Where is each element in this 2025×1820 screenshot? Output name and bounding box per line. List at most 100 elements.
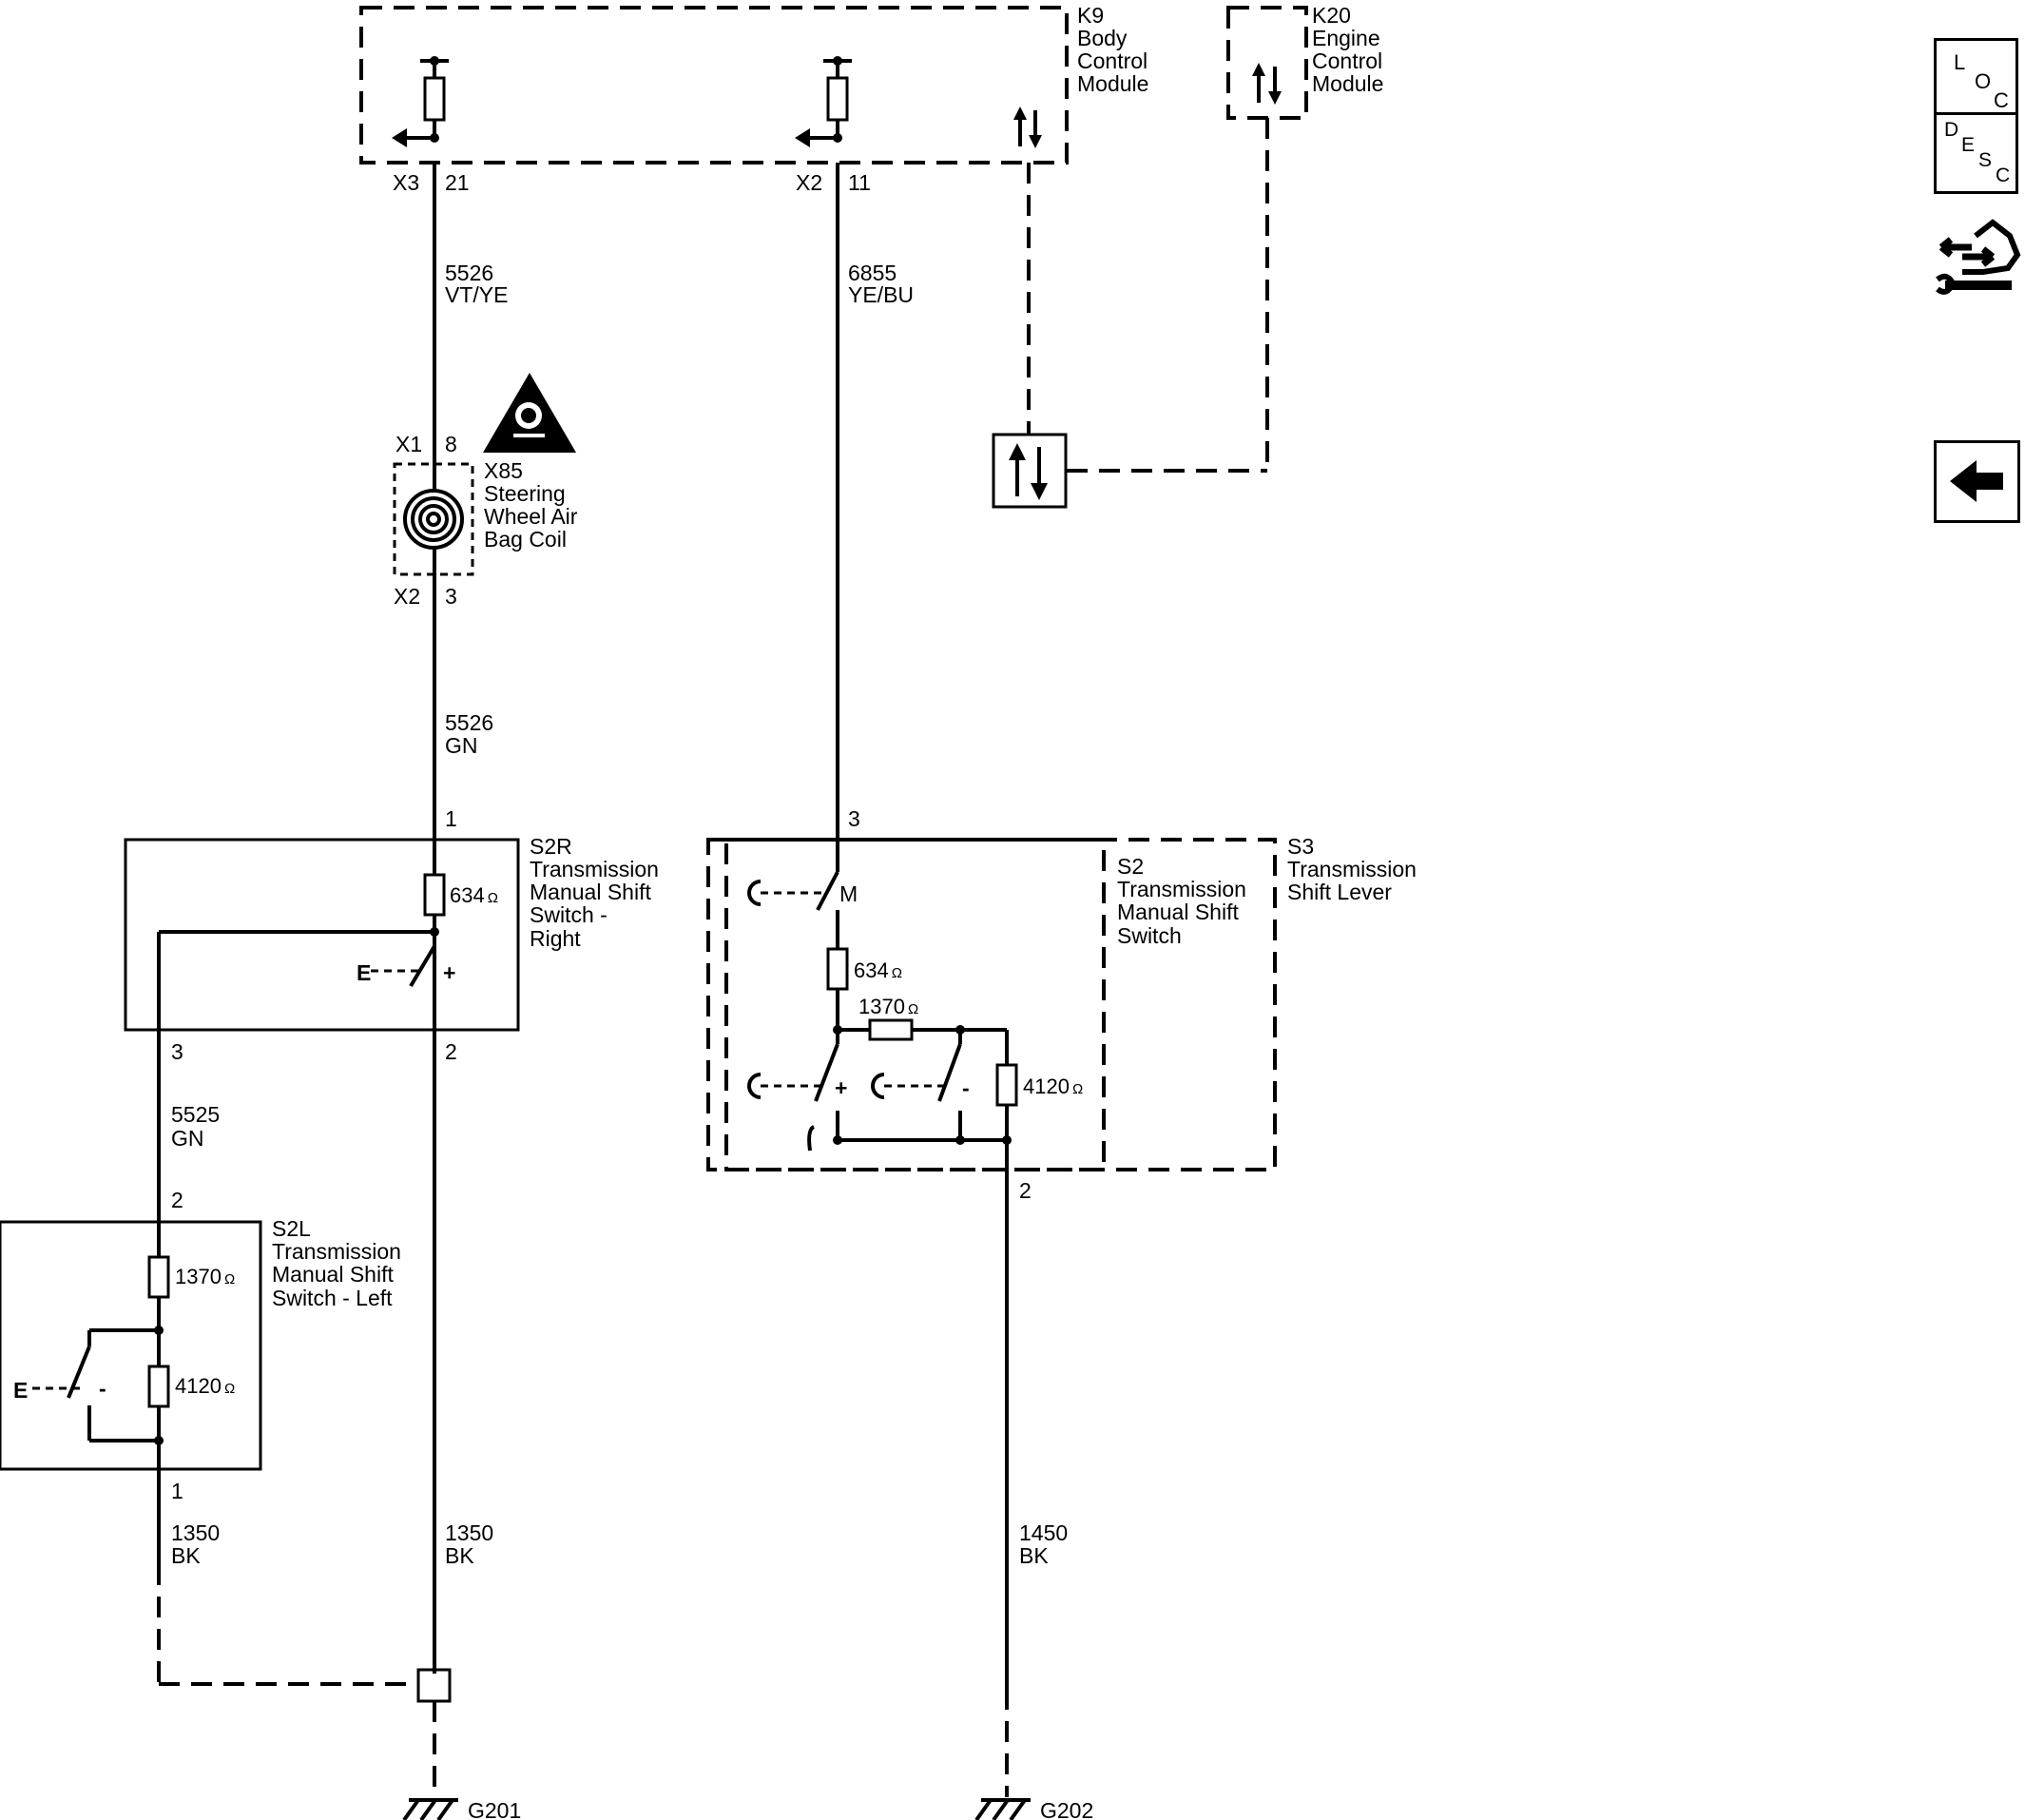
s2-plus-switch[interactable]: +: [747, 1030, 847, 1102]
s2-resistor-m: [826, 947, 849, 991]
s2-name-line2: Manual Shift: [1117, 900, 1239, 924]
lever-cam-icon-1: [747, 880, 762, 906]
s2l-resistor-bottom: [147, 1365, 170, 1408]
s2l-name-line3: Switch - Left: [272, 1286, 393, 1310]
airbag-warning-icon: [483, 373, 576, 453]
loc-button[interactable]: L O C: [1934, 38, 2018, 122]
s3-name-line2: Shift Lever: [1287, 880, 1392, 904]
s2-resistor-shunt: [995, 1063, 1018, 1107]
k20-name-line2: Control: [1312, 48, 1382, 73]
x85-name-line3: Bag Coil: [484, 527, 567, 552]
wire-w2-circuit: 6855: [848, 261, 897, 285]
s3-pin3: 3: [848, 806, 860, 831]
wire-w6-color: BK: [445, 1543, 474, 1568]
lever-cam-icon-3: [871, 1073, 885, 1099]
hand-wrench-icon: [1936, 219, 2021, 295]
k9-fuse-2: [826, 76, 849, 122]
k9-body-control-module[interactable]: K9 Body Control Module: [359, 3, 1148, 165]
wire-w4-color: GN: [171, 1126, 204, 1151]
desc-button[interactable]: D E S C: [1934, 112, 2018, 194]
k20-id: K20: [1312, 3, 1351, 28]
s2r-switch-plus: +: [443, 960, 455, 985]
s2-minus-switch[interactable]: -: [871, 1030, 970, 1102]
ground-g202-label: G202: [1040, 1798, 1093, 1820]
wire-w3-color: GN: [445, 733, 478, 758]
s2l-switch-e: E: [13, 1378, 28, 1403]
s2l-outline: [0, 1220, 262, 1471]
k20-engine-control-module[interactable]: K20 Engine Control Module: [1226, 3, 1383, 120]
s2l-resistor-top: [147, 1255, 170, 1299]
desc-letter-e: E: [1961, 134, 1976, 156]
loc-letter-o: O: [1975, 69, 1992, 93]
s2r-switch-e: E: [357, 960, 371, 985]
s2-mode-switch[interactable]: M: [747, 871, 858, 949]
s2r-id: S2R: [530, 834, 572, 859]
s2r-name-line3: Switch -: [530, 902, 608, 927]
s2-resistor-series: [868, 1018, 914, 1041]
x85-name-line2: Wheel Air: [484, 504, 578, 529]
x85-x2-pin: 3: [445, 584, 457, 609]
k9-fuse-1: [423, 76, 446, 122]
k9-x3-connector-label: X3: [393, 170, 419, 195]
wire-w7-color: BK: [1019, 1543, 1049, 1568]
x85-x1-pin: 8: [445, 432, 457, 456]
k9-x2-connector-label: X2: [796, 170, 822, 195]
k9-x3-pin-label: 21: [445, 170, 470, 195]
k9-outline: [359, 6, 1069, 165]
splice-box[interactable]: [416, 1668, 452, 1703]
s2l-name-line1: Transmission: [272, 1239, 401, 1264]
wire-w2-color: YE/BU: [848, 282, 914, 307]
s2l-name-line2: Manual Shift: [272, 1262, 394, 1287]
k9-x2-pin-label: 11: [848, 170, 871, 195]
s3-transmission-shift-lever[interactable]: 3 S3 Transmission Shift Lever S2 Transmi…: [706, 806, 1417, 1203]
s3-name-line1: Transmission: [1287, 857, 1417, 881]
back-button[interactable]: [1934, 440, 2020, 523]
s2r-switch-blade[interactable]: [409, 944, 436, 988]
k9-name-line2: Control: [1077, 48, 1148, 73]
k9-output-x3: [392, 56, 449, 147]
s2r-pin3: 3: [171, 1039, 183, 1064]
service-procedures-button[interactable]: [1934, 217, 2021, 312]
x85-x1-label: X1: [395, 432, 422, 456]
k9-id: K9: [1077, 3, 1104, 28]
s2-name-line1: Transmission: [1117, 877, 1246, 901]
k9-output-arrow-1: [392, 128, 407, 147]
x85-steering-wheel-air-bag-coil[interactable]: X1 8 X85 Steering Wheel Air Bag Coil X2 …: [393, 432, 578, 609]
s3-pin2: 2: [1019, 1178, 1032, 1203]
loc-letter-c: C: [1994, 88, 2009, 112]
wire-w5-color: BK: [171, 1543, 201, 1568]
s2r-name-line4: Right: [530, 926, 581, 951]
s2l-pin2: 2: [171, 1188, 183, 1212]
ground-g201[interactable]: G201: [402, 1798, 521, 1820]
wire-w3-circuit: 5526: [445, 710, 493, 735]
x85-id: X85: [484, 458, 523, 483]
ground-g201-label: G201: [468, 1798, 521, 1820]
s2l-switch-minus: -: [99, 1376, 106, 1401]
desc-letter-d: D: [1944, 119, 1959, 141]
wire-w4-circuit: 5525: [171, 1102, 220, 1127]
coil-spiral-icon: [403, 489, 464, 550]
s2l-switch-blade[interactable]: [67, 1346, 91, 1399]
k20-name-line3: Module: [1312, 71, 1383, 96]
s2l-id: S2L: [272, 1216, 311, 1241]
ground-g202[interactable]: G202: [974, 1798, 1093, 1820]
s2-switch-minus: -: [962, 1075, 970, 1100]
s2-switch-plus: +: [835, 1075, 847, 1100]
s2r-pin2: 2: [445, 1039, 457, 1064]
wire-w5-circuit: 1350: [171, 1520, 220, 1545]
k9-output-x2: [795, 56, 852, 147]
s2r-name-line2: Manual Shift: [530, 880, 651, 904]
x85-outline: [393, 462, 474, 576]
desc-letter-s: S: [1978, 149, 1993, 171]
k9-name-line3: Module: [1077, 71, 1148, 96]
wire-w1-circuit: 5526: [445, 261, 493, 285]
serial-data-connector-box[interactable]: [992, 433, 1068, 509]
s2r-resistor: [423, 873, 446, 917]
loc-letter-l: L: [1954, 50, 1966, 74]
